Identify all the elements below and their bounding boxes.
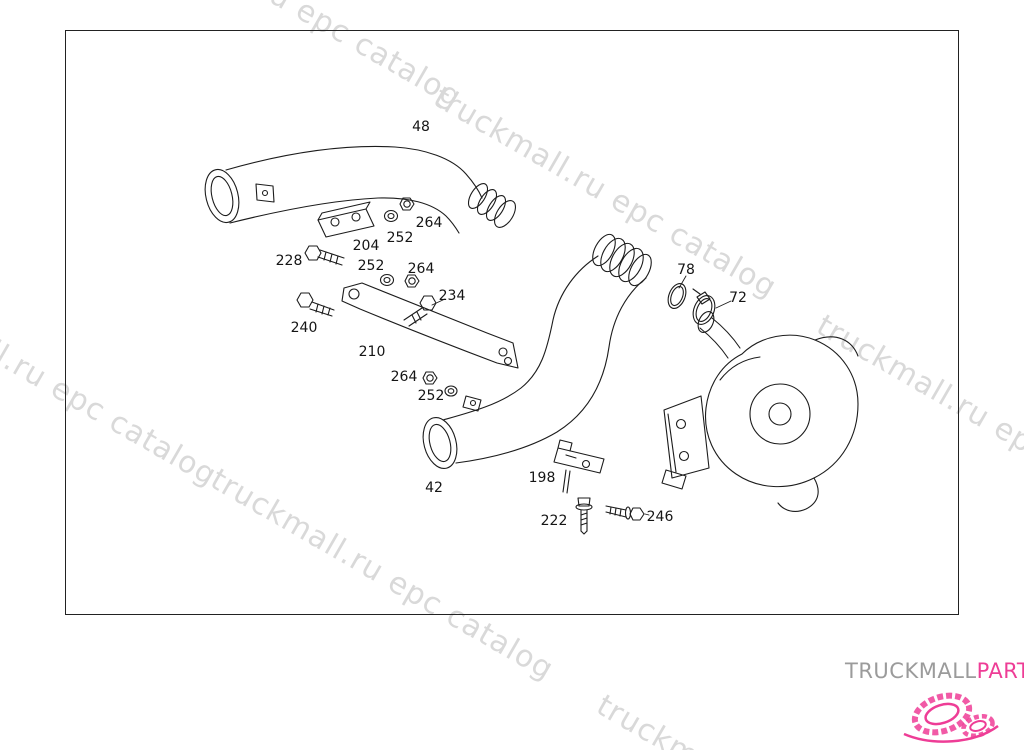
clamp-72-drawing	[692, 288, 716, 325]
brand-name-primary: TRUCKMALL	[845, 659, 977, 683]
bracket-204-drawing	[317, 201, 375, 238]
part-label-234: 234	[438, 288, 466, 304]
bracket-198-drawing	[553, 439, 605, 494]
part-label-210: 210	[358, 344, 386, 360]
leader-lines	[431, 275, 732, 516]
part-label-240: 240	[290, 320, 318, 336]
part-label-252: 252	[357, 258, 385, 274]
part-label-264: 264	[407, 261, 435, 277]
part-label-252: 252	[417, 388, 445, 404]
site-brand: TRUCKMALLPARTS	[845, 659, 1024, 683]
bolt-246-drawing	[605, 505, 645, 521]
bracket-210-drawing	[341, 282, 519, 369]
part-label-204: 204	[352, 238, 380, 254]
bolt-222-drawing	[575, 497, 593, 535]
nut-264-mid-drawing	[404, 274, 420, 288]
washer-252-mid-drawing	[379, 273, 395, 287]
part-label-42: 42	[425, 480, 443, 496]
nut-264-top-drawing	[399, 197, 415, 211]
bolt-240-drawing	[296, 292, 335, 317]
seal-ring-78-drawing	[667, 283, 687, 309]
washer-252-lower-drawing	[444, 385, 458, 397]
part-label-72: 72	[729, 290, 747, 306]
bolt-234-drawing	[403, 295, 437, 327]
part-label-198: 198	[528, 470, 556, 486]
part-label-222: 222	[540, 513, 568, 529]
brand-name-secondary: PARTS	[976, 659, 1024, 683]
washer-252-top-drawing	[383, 209, 399, 223]
part-label-264: 264	[390, 369, 418, 385]
pipe-48-drawing	[204, 145, 517, 234]
bolt-228-drawing	[304, 245, 345, 266]
part-label-228: 228	[275, 253, 303, 269]
part-label-264: 264	[415, 215, 443, 231]
nut-264-lower-drawing	[422, 371, 438, 385]
turbocharger-drawing	[661, 311, 859, 512]
pipe-42-drawing	[422, 233, 652, 470]
part-label-246: 246	[646, 509, 674, 525]
part-label-48: 48	[412, 119, 430, 135]
gears-swoosh-icon	[903, 692, 999, 743]
diagram-border-frame	[65, 30, 959, 615]
part-label-252: 252	[386, 230, 414, 246]
part-label-78: 78	[677, 262, 695, 278]
